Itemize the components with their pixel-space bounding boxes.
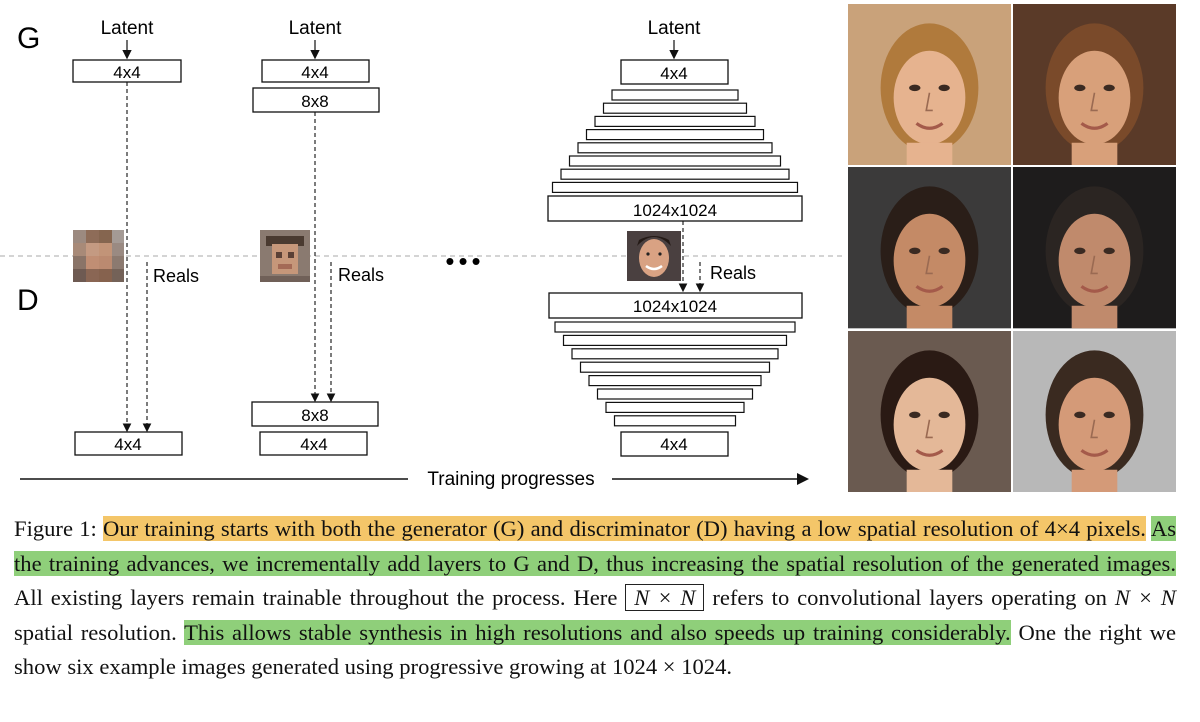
d-layer-4x4 — [620, 431, 729, 457]
generated-face-image — [848, 330, 1011, 492]
g-intermediate-layers — [551, 89, 799, 193]
real-image-1024 — [627, 231, 681, 281]
reals-label: Reals — [710, 263, 756, 283]
architecture-diagram: G D Latent 4x4 Reals — [0, 18, 846, 490]
g-intermediate-layer — [594, 115, 756, 128]
d-layer-label: 8x8 — [301, 406, 328, 425]
stage-2: Latent 4x4 8x8 Reals 8x8 4x4 — [251, 18, 384, 456]
caption-text-4: One the right we show six example images… — [14, 619, 1176, 680]
g-layer-8x8 — [252, 87, 380, 113]
g-intermediate-layer — [551, 181, 799, 193]
figure-caption: Figure 1: Our training starts with both … — [14, 512, 1176, 685]
d-layer-4x4 — [74, 431, 183, 456]
g-intermediate-layer — [568, 155, 782, 167]
training-progress-arrow: Training progresses — [20, 469, 809, 490]
real-image-8x8 — [260, 230, 310, 282]
d-intermediate-layer — [562, 334, 788, 346]
d-intermediate-layer — [588, 375, 762, 387]
caption-lead: Figure 1: — [14, 516, 104, 541]
stage-3: Latent 4x4 1024x1024 Reals 1024x1024 4x4 — [547, 18, 803, 457]
generated-face-image — [1013, 330, 1176, 492]
latent-label: Latent — [289, 18, 343, 39]
caption-text-3: spatial resolution. — [14, 619, 185, 645]
g-layer-label: 4x4 — [113, 63, 140, 82]
g-intermediate-layer — [602, 102, 748, 114]
g-layer-label: 8x8 — [301, 92, 328, 111]
generated-face-image — [848, 4, 1011, 166]
discriminator-label: D — [17, 284, 39, 317]
generated-face-grid — [848, 4, 1176, 492]
d-layer-4x4 — [259, 431, 368, 456]
d-layer-label: 4x4 — [114, 435, 141, 454]
g-layer-label: 4x4 — [660, 64, 687, 83]
g-intermediate-layer — [611, 89, 739, 101]
g-layer-4x4 — [261, 59, 370, 83]
latent-label: Latent — [648, 18, 702, 39]
caption-boxed-layer: N × N — [625, 584, 705, 611]
d-intermediate-layers — [554, 321, 796, 427]
generator-label: G — [17, 22, 40, 55]
generated-face-image — [1013, 4, 1176, 166]
g-layer-4x4 — [620, 59, 729, 85]
g-layer-label: 4x4 — [301, 63, 328, 82]
ellipsis: ••• — [445, 246, 484, 276]
generated-face-image — [1013, 167, 1176, 329]
d-layer-label: 4x4 — [660, 435, 687, 454]
g-intermediate-layer — [560, 168, 790, 180]
d-intermediate-layer — [579, 361, 771, 373]
caption-text-1: All existing layers remain trainable thr… — [14, 585, 626, 610]
generated-face-image — [848, 167, 1011, 329]
d-intermediate-layer — [613, 415, 737, 427]
d-intermediate-layer — [571, 348, 779, 360]
reals-label: Reals — [338, 265, 384, 285]
latent-label: Latent — [101, 18, 155, 39]
caption-highlight-orange: Our training starts with both the genera… — [103, 516, 1146, 541]
d-intermediate-layer — [554, 321, 796, 333]
d-intermediate-layer — [605, 401, 745, 413]
caption-text-2: refers to convolutional layers operating… — [704, 585, 1115, 610]
d-layer-8x8 — [251, 401, 379, 427]
stage-1: Latent 4x4 Reals 4x4 — [72, 18, 199, 456]
training-label: Training progresses — [427, 469, 594, 490]
d-layer-1024x1024 — [548, 292, 803, 319]
real-image-4x4 — [73, 230, 124, 282]
caption-math: N × N — [1114, 585, 1177, 610]
g-layer-label: 1024x1024 — [633, 201, 717, 220]
g-intermediate-layer — [585, 129, 765, 141]
g-layer-1024x1024 — [547, 195, 803, 222]
d-layer-label: 1024x1024 — [633, 297, 717, 316]
d-layer-label: 4x4 — [300, 435, 327, 454]
caption-highlight-green-2: This allows stable synthesis in high res… — [184, 619, 1011, 645]
d-intermediate-layer — [596, 388, 754, 400]
reals-label: Reals — [153, 266, 199, 286]
g-intermediate-layer — [577, 142, 773, 154]
